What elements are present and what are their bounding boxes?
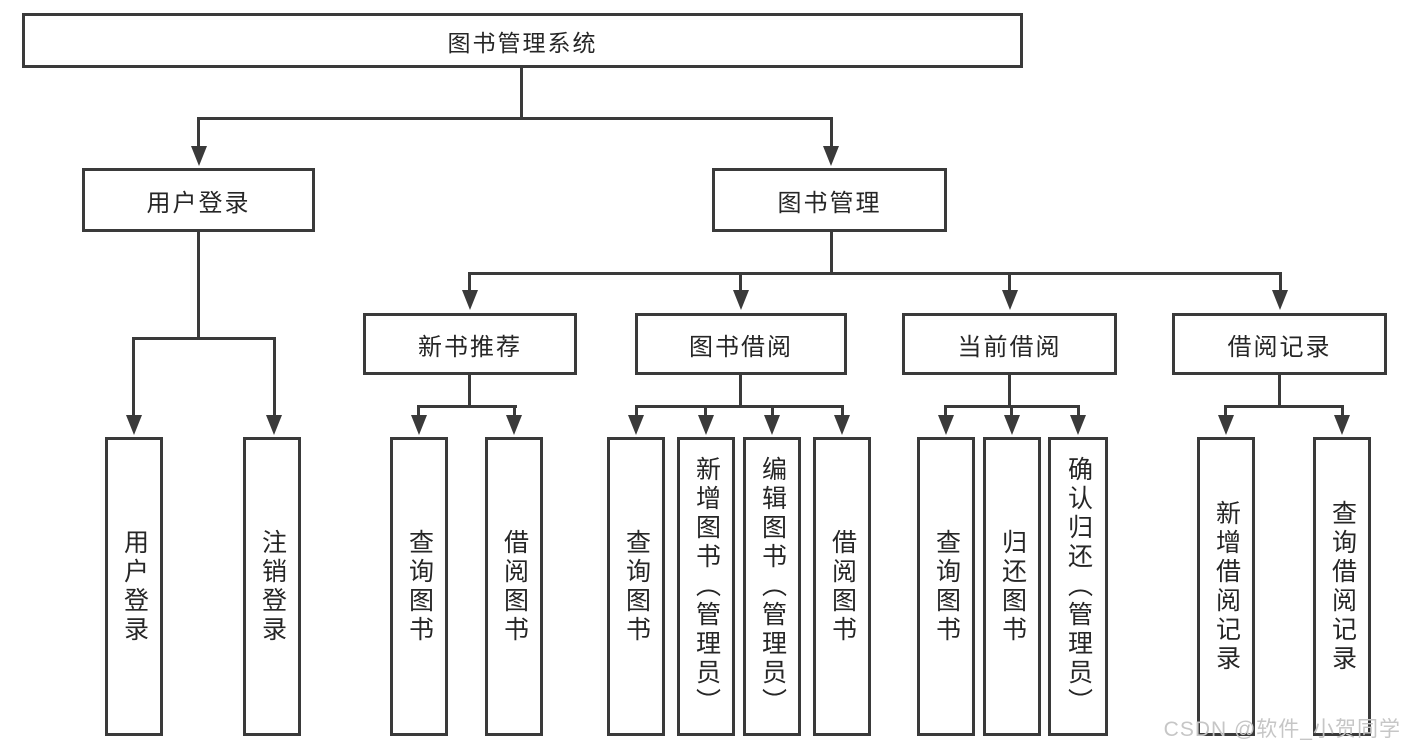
connector-root-stem bbox=[520, 68, 523, 120]
arrowhead-current-confirm-return bbox=[1070, 415, 1086, 435]
node-book-borrow: 图书借阅 bbox=[635, 313, 847, 375]
arrowhead-book-management bbox=[823, 146, 839, 166]
csdn-watermark: CSDN @软件_小贺同学 bbox=[1163, 718, 1401, 741]
connector-level3-stem-3 bbox=[1008, 275, 1011, 290]
connector-group5-stem-1 bbox=[1224, 408, 1227, 415]
connector-group3-horizontal bbox=[635, 405, 844, 408]
node-leaf-borrow-query-book: 查询图书 bbox=[607, 437, 665, 736]
connector-level3-horizontal bbox=[468, 272, 1282, 275]
arrowhead-borrow-add-book bbox=[698, 415, 714, 435]
connector-group2-stem-1 bbox=[417, 408, 420, 415]
connector-group3-stem-1 bbox=[635, 408, 638, 415]
node-leaf-user-login: 用户登录 bbox=[105, 437, 163, 736]
arrowhead-leaf-user-login bbox=[126, 415, 142, 435]
connector-group4-stem-3 bbox=[1077, 408, 1080, 415]
arrowhead-records-add-record bbox=[1218, 415, 1234, 435]
connector-current-borrow-down bbox=[1008, 375, 1011, 408]
arrowhead-borrow-edit-book bbox=[764, 415, 780, 435]
node-current-borrow: 当前借阅 bbox=[902, 313, 1117, 375]
connector-book-borrow-down bbox=[739, 375, 742, 408]
connector-group4-horizontal bbox=[944, 405, 1080, 408]
node-leaf-borrow-edit-book: 编辑图书（管理员） bbox=[743, 437, 801, 736]
arrowhead-book-borrow bbox=[733, 290, 749, 310]
arrowhead-current-query-book bbox=[938, 415, 954, 435]
node-leaf-borrow-borrow-book: 借阅图书 bbox=[813, 437, 871, 736]
arrowhead-recommend-borrow-book bbox=[506, 415, 522, 435]
connector-level3-stem-1 bbox=[468, 275, 471, 290]
arrowhead-borrow-query-book bbox=[628, 415, 644, 435]
connector-group1-horizontal bbox=[132, 337, 276, 340]
node-leaf-current-query-book: 查询图书 bbox=[917, 437, 975, 736]
node-borrow-records: 借阅记录 bbox=[1172, 313, 1387, 375]
connector-group4-stem-2 bbox=[1010, 408, 1013, 415]
arrowhead-borrow-borrow-book bbox=[834, 415, 850, 435]
node-leaf-recommend-borrow-book: 借阅图书 bbox=[485, 437, 543, 736]
connector-user-login-stem bbox=[197, 120, 200, 147]
connector-borrow-records-down bbox=[1278, 375, 1281, 408]
arrowhead-user-login bbox=[191, 146, 207, 166]
connector-group1-stem-2 bbox=[273, 340, 276, 415]
connector-level3-stem-4 bbox=[1279, 275, 1282, 290]
arrowhead-leaf-logout bbox=[266, 415, 282, 435]
connector-recommend-down bbox=[468, 375, 471, 408]
node-new-book-recommend: 新书推荐 bbox=[363, 313, 577, 375]
connector-group3-stem-2 bbox=[704, 408, 707, 415]
connector-group3-stem-4 bbox=[841, 408, 844, 415]
connector-group2-stem-2 bbox=[513, 408, 516, 415]
node-book-management: 图书管理 bbox=[712, 168, 947, 232]
connector-group4-stem-1 bbox=[944, 408, 947, 415]
node-leaf-records-add-record: 新增借阅记录 bbox=[1197, 437, 1255, 736]
arrowhead-current-borrow bbox=[1002, 290, 1018, 310]
connector-book-management-stem bbox=[830, 120, 833, 147]
node-leaf-logout: 注销登录 bbox=[243, 437, 301, 736]
node-leaf-recommend-query-book: 查询图书 bbox=[390, 437, 448, 736]
connector-group5-stem-2 bbox=[1341, 408, 1344, 415]
arrowhead-records-query-record bbox=[1334, 415, 1350, 435]
arrowhead-borrow-records bbox=[1272, 290, 1288, 310]
connector-group3-stem-3 bbox=[771, 408, 774, 415]
connector-group1-stem-1 bbox=[132, 340, 135, 415]
arrowhead-recommend-query-book bbox=[411, 415, 427, 435]
connector-level2-horizontal bbox=[197, 117, 833, 120]
connector-group2-horizontal bbox=[417, 405, 517, 408]
connector-user-login-down bbox=[197, 232, 200, 340]
node-leaf-records-query-record: 查询借阅记录 bbox=[1313, 437, 1371, 736]
connector-level3-stem-2 bbox=[739, 275, 742, 290]
connector-book-management-down bbox=[830, 232, 833, 275]
node-root: 图书管理系统 bbox=[22, 13, 1023, 68]
connector-group5-horizontal bbox=[1224, 405, 1344, 408]
arrowhead-current-return-book bbox=[1004, 415, 1020, 435]
arrowhead-new-book-recommend bbox=[462, 290, 478, 310]
node-leaf-current-return-book: 归还图书 bbox=[983, 437, 1041, 736]
node-user-login: 用户登录 bbox=[82, 168, 315, 232]
node-leaf-current-confirm-return: 确认归还（管理员） bbox=[1048, 437, 1108, 736]
node-leaf-borrow-add-book: 新增图书（管理员） bbox=[677, 437, 735, 736]
